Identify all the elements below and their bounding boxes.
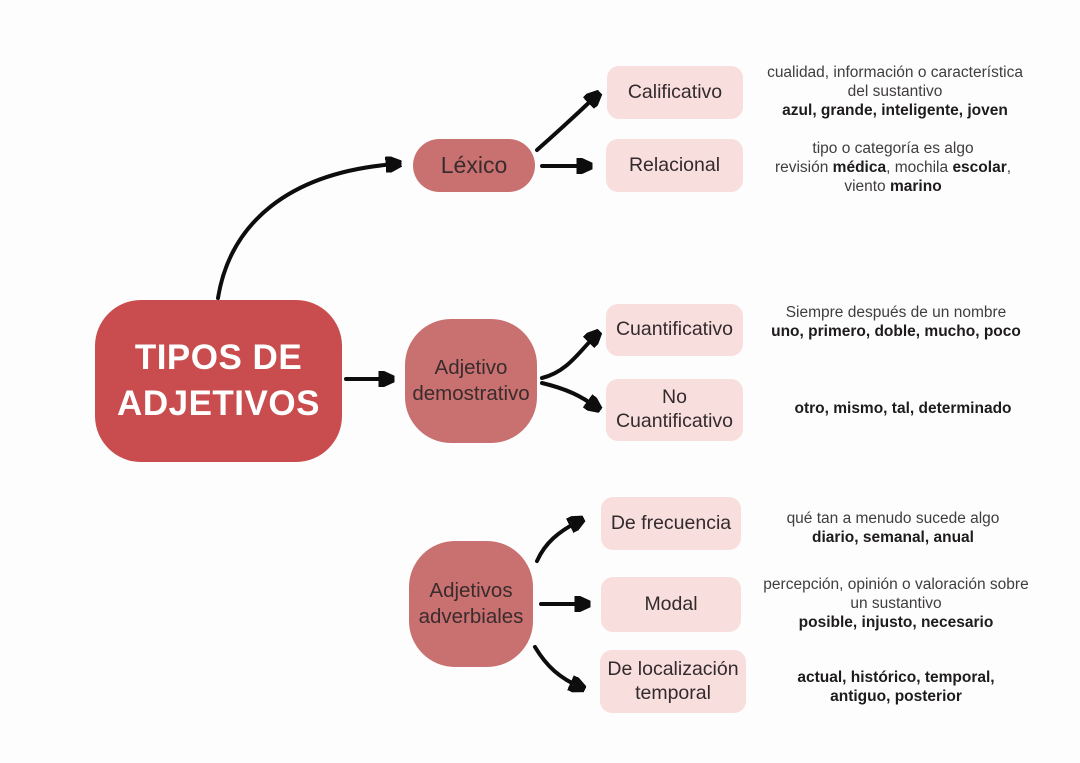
root-title-line2: ADJETIVOS bbox=[117, 384, 320, 423]
description-no-cuantificativo: otro, mismo, tal, determinado bbox=[794, 400, 1012, 417]
connector-lexico-to-calificativo bbox=[535, 96, 596, 152]
connector-demostrativo-to-no-cuantificativo bbox=[540, 381, 596, 407]
leaf-node-de-localizacion-temporal: De localización temporal bbox=[600, 650, 746, 713]
branch-node-adjetivos-adverbiales: Adjetivos adverbiales bbox=[409, 541, 533, 667]
leaf-label-calificativo: Calificativo bbox=[627, 80, 723, 103]
leaf-node-cuantificativo: Cuantificativo bbox=[606, 304, 743, 356]
connector-adverbiales-to-frecuencia bbox=[535, 521, 579, 563]
branch-node-lexico: Léxico bbox=[413, 139, 535, 192]
leaf-label-de-localizacion-temporal: De localización temporal bbox=[607, 657, 739, 704]
leaf-label-no-cuantificativo: No Cuantificativo bbox=[615, 386, 734, 432]
connector-adverbiales-to-localizacion bbox=[533, 645, 580, 687]
leaf-node-no-cuantificativo: No Cuantificativo bbox=[606, 379, 743, 441]
branch-label-lexico: Léxico bbox=[440, 152, 508, 178]
leaf-node-calificativo: Calificativo bbox=[607, 66, 743, 119]
root-title-line1: TIPOS DE bbox=[134, 337, 303, 377]
leaf-label-de-frecuencia: De frecuencia bbox=[610, 511, 732, 534]
leaf-node-modal: Modal bbox=[601, 577, 741, 632]
leaf-label-cuantificativo: Cuantificativo bbox=[615, 318, 734, 341]
branch-label-adjetivos-adverbiales: Adjetivos adverbiales bbox=[418, 578, 524, 628]
description-de-localizacion-temporal: actual, histórico, temporal,antiguo, pos… bbox=[797, 669, 995, 705]
branch-label-adjetivo-demostrativo: Adjetivo demostrativo bbox=[412, 355, 530, 405]
root-node-tipos-de-adjetivos: TIPOS DE ADJETIVOS bbox=[95, 300, 342, 462]
connector-demostrativo-to-cuantificativo bbox=[540, 335, 596, 380]
leaf-label-modal: Modal bbox=[644, 592, 698, 615]
connector-root-to-lexico bbox=[216, 164, 396, 300]
leaf-node-de-frecuencia: De frecuencia bbox=[601, 497, 741, 550]
branch-node-adjetivo-demostrativo: Adjetivo demostrativo bbox=[405, 319, 537, 443]
leaf-label-relacional: Relacional bbox=[628, 153, 721, 176]
leaf-node-relacional: Relacional bbox=[606, 139, 743, 192]
